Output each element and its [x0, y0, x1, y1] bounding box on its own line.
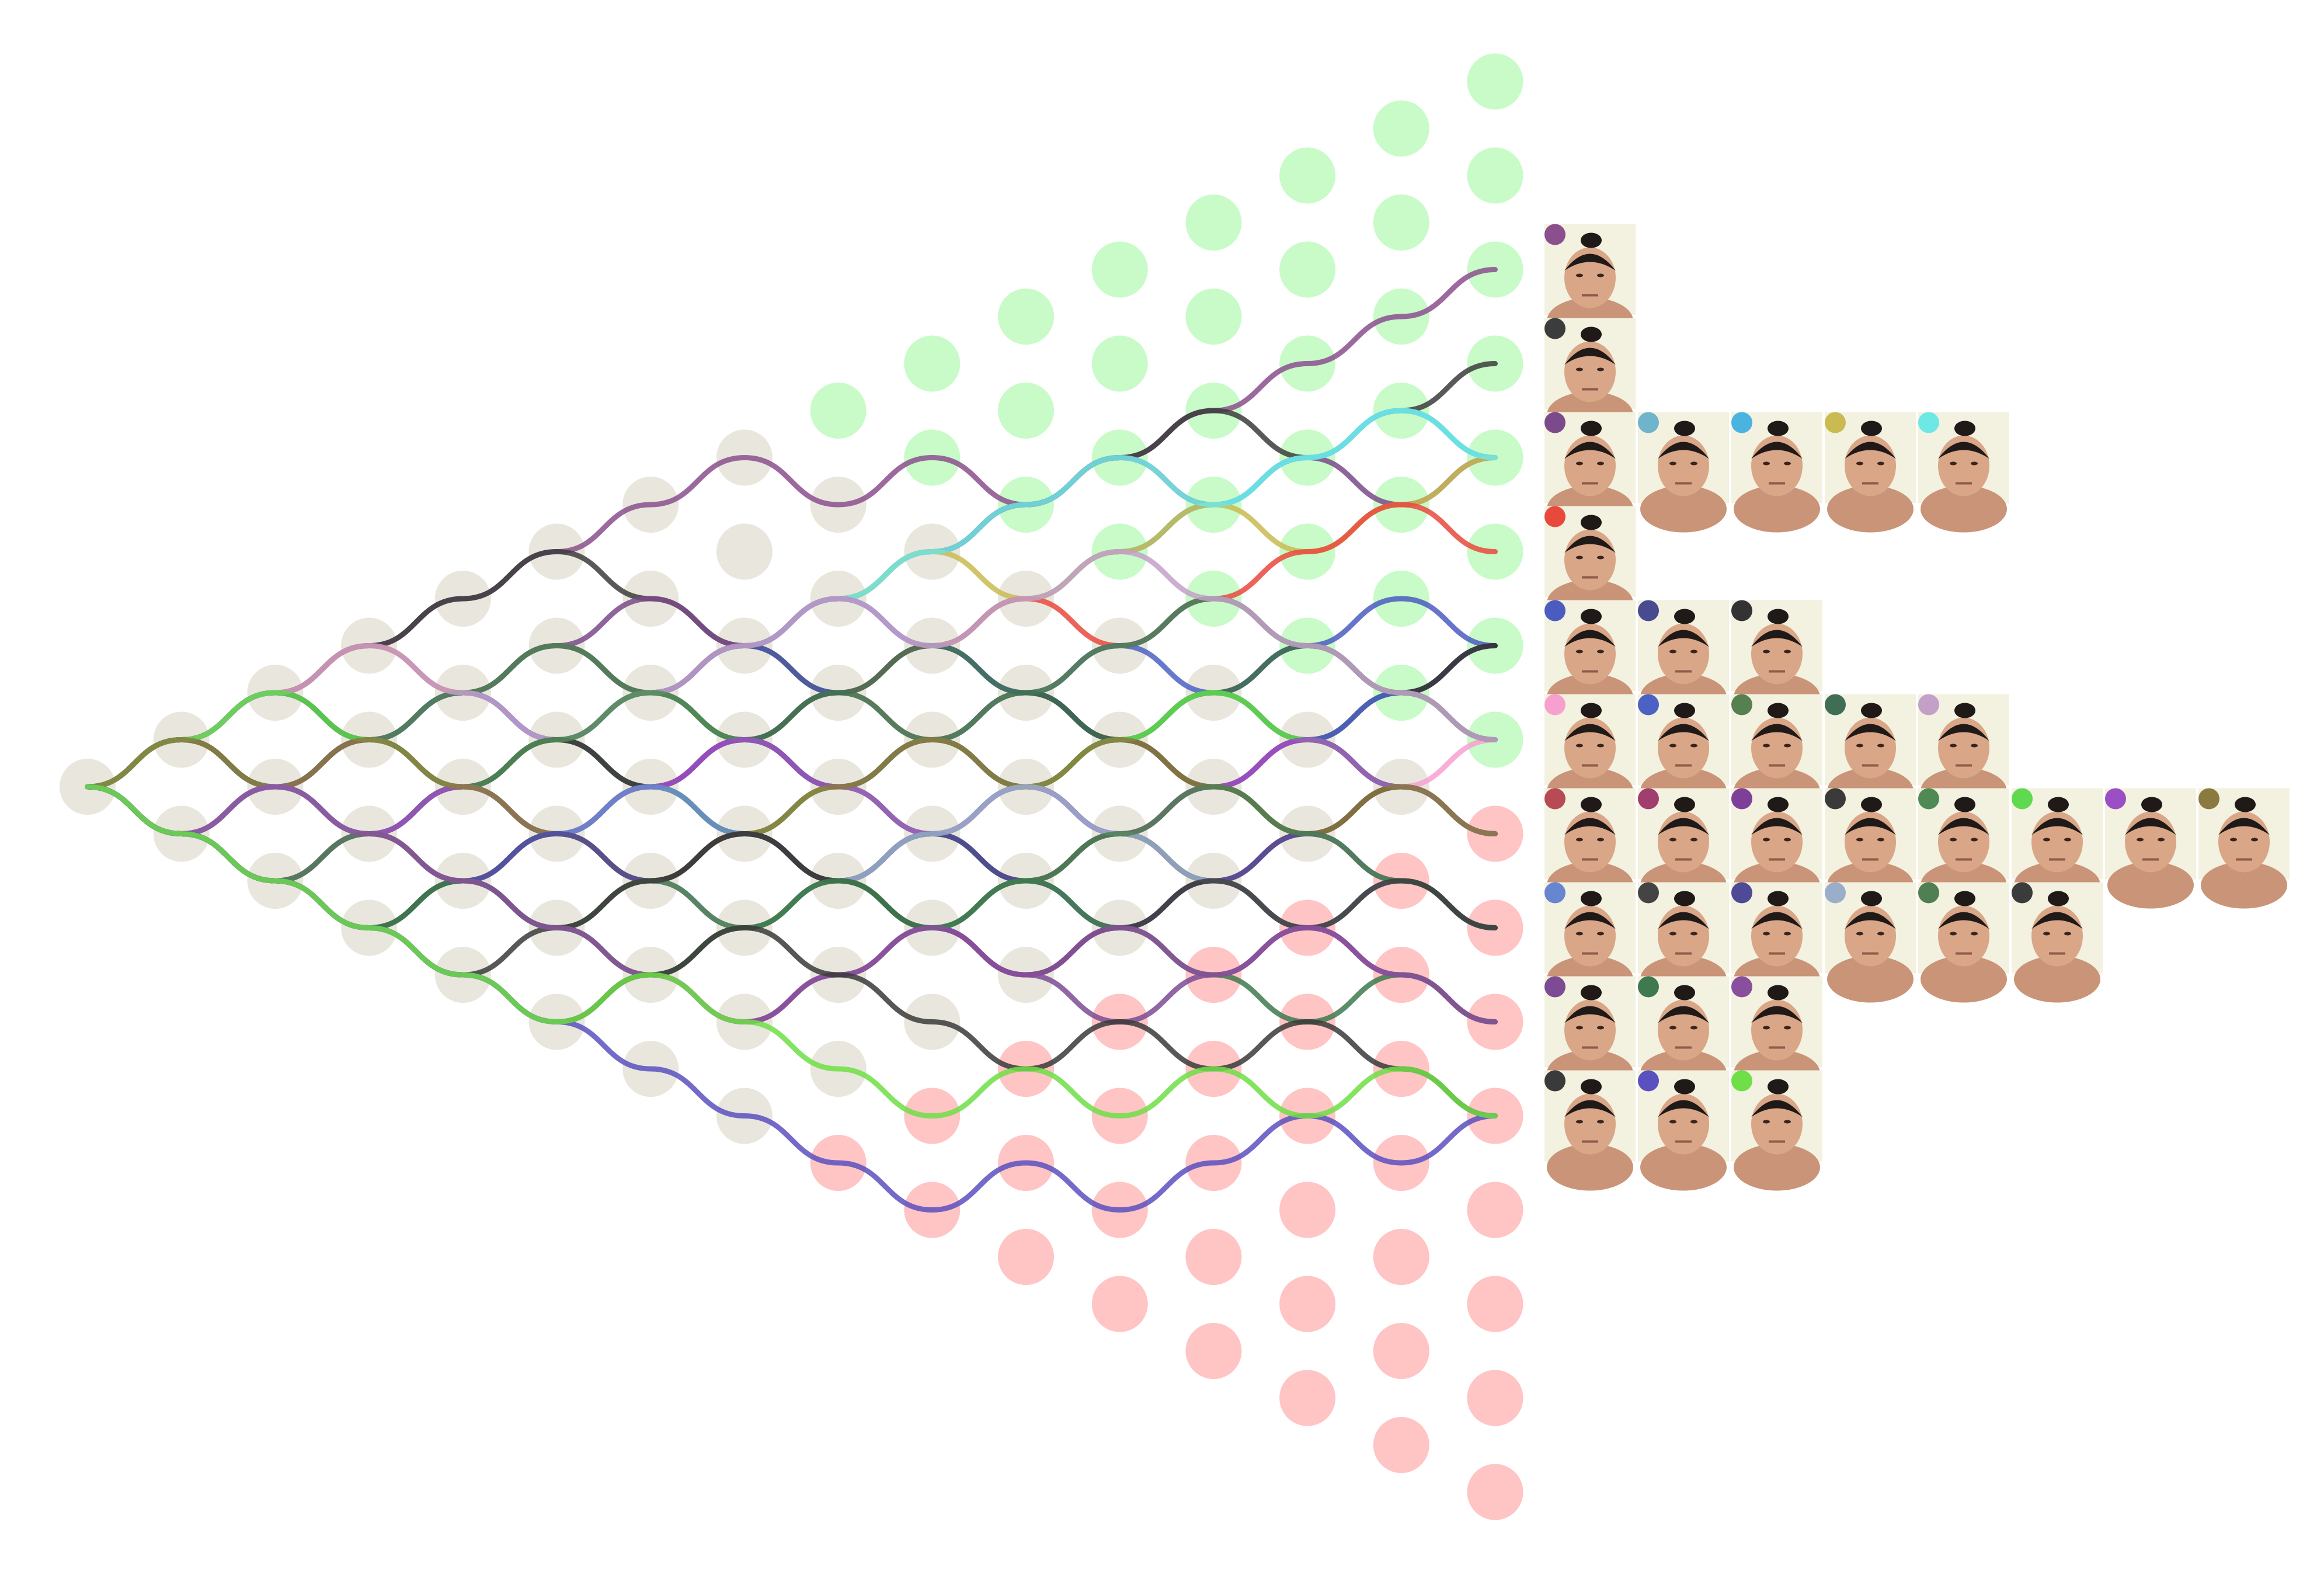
- series-line: [85, 784, 1498, 1119]
- legend-color-dot: [1638, 1070, 1659, 1092]
- legend-color-dot: [1544, 318, 1565, 339]
- legend-color-dot: [1544, 694, 1565, 715]
- record-node: [1373, 194, 1429, 251]
- wrestler-portrait: [1918, 412, 2009, 533]
- record-node: [1185, 1229, 1242, 1285]
- legend-color-dot: [1731, 694, 1752, 715]
- legend-color-dot: [1731, 788, 1752, 810]
- wrestler-portrait: [1544, 412, 1636, 533]
- legend-color-dot: [2198, 788, 2219, 810]
- legend-color-dot: [1731, 976, 1752, 998]
- legend-color-dot: [2012, 788, 2033, 810]
- legend-color-dot: [1918, 788, 1939, 810]
- legend-color-dot: [1638, 882, 1659, 904]
- legend-color-dot: [2105, 788, 2126, 810]
- legend-color-dot: [1731, 1070, 1752, 1092]
- record-node: [1279, 1182, 1336, 1238]
- series-line: [85, 784, 1498, 1025]
- record-node: [1373, 1229, 1429, 1285]
- record-node: [810, 383, 867, 439]
- legend-color-dot: [1544, 1070, 1565, 1092]
- legend-color-dot: [1731, 600, 1752, 621]
- record-node: [998, 289, 1054, 345]
- record-node: [1091, 241, 1148, 298]
- legend-color-dot: [1638, 600, 1659, 621]
- series-line: [85, 267, 1498, 790]
- wrestler-portrait: [1544, 600, 1636, 721]
- node-grid: [60, 53, 1523, 1520]
- record-node: [1091, 335, 1148, 392]
- legend-color-dot: [1825, 412, 1846, 433]
- legend-color-dot: [1544, 600, 1565, 621]
- legend-color-dot: [1918, 694, 1939, 715]
- wrestler-portrait: [1638, 1070, 1729, 1191]
- legend-color-dot: [1544, 506, 1565, 527]
- series-line: [85, 548, 1498, 790]
- record-node: [1185, 1323, 1242, 1379]
- record-node: [1373, 1417, 1429, 1473]
- legend-color-dot: [1544, 976, 1565, 998]
- legend-color-dot: [1731, 882, 1752, 904]
- record-node: [1467, 1370, 1523, 1426]
- record-node: [1185, 194, 1242, 251]
- record-node: [1467, 53, 1523, 110]
- legend-color-dot: [1825, 788, 1846, 810]
- legend-color-dot: [1825, 694, 1846, 715]
- wrestler-portrait: [1544, 506, 1636, 627]
- wrestler-portrait: [2012, 882, 2103, 1003]
- record-node: [1279, 1276, 1336, 1332]
- record-node: [1467, 1464, 1523, 1520]
- wrestler-portrait: [2198, 788, 2290, 909]
- legend-color-dot: [1638, 694, 1659, 715]
- legend-color-dot: [1638, 788, 1659, 810]
- series-paths: [85, 267, 1498, 1213]
- wrestler-portrait: [1544, 1070, 1636, 1191]
- series-line: [85, 361, 1498, 790]
- record-node: [1467, 1276, 1523, 1332]
- legend-color-dot: [1731, 412, 1752, 433]
- legend-color-dot: [1825, 882, 1846, 904]
- legend-color-dot: [1638, 412, 1659, 433]
- record-node: [904, 335, 961, 392]
- record-node: [1091, 1276, 1148, 1332]
- record-node: [1279, 147, 1336, 204]
- record-node: [1279, 1370, 1336, 1426]
- wrestler-legend: [1544, 224, 2290, 1191]
- record-node: [1467, 147, 1523, 204]
- wrestler-portrait: [1918, 694, 2009, 815]
- record-node: [998, 1229, 1054, 1285]
- record-node: [1373, 100, 1429, 157]
- record-node: [1467, 1182, 1523, 1238]
- record-node: [998, 383, 1054, 439]
- legend-color-dot: [1544, 412, 1565, 433]
- wrestler-portrait: [2105, 788, 2196, 909]
- legend-color-dot: [1918, 882, 1939, 904]
- record-node: [1279, 241, 1336, 298]
- legend-color-dot: [1544, 224, 1565, 245]
- legend-color-dot: [1544, 882, 1565, 904]
- wrestler-portrait: [1825, 412, 1916, 533]
- legend-color-dot: [2012, 882, 2033, 904]
- wrestler-portrait: [1918, 882, 2009, 1003]
- legend-color-dot: [1918, 412, 1939, 433]
- wrestler-portrait: [1731, 1070, 1822, 1191]
- wrestler-portrait: [1638, 412, 1729, 533]
- legend-color-dot: [1544, 788, 1565, 810]
- record-node: [716, 523, 773, 580]
- wrestler-portrait: [1825, 882, 1916, 1003]
- record-node: [1373, 1323, 1429, 1379]
- legend-color-dot: [1638, 976, 1659, 998]
- record-node: [1185, 289, 1242, 345]
- wrestler-portrait: [1731, 412, 1822, 533]
